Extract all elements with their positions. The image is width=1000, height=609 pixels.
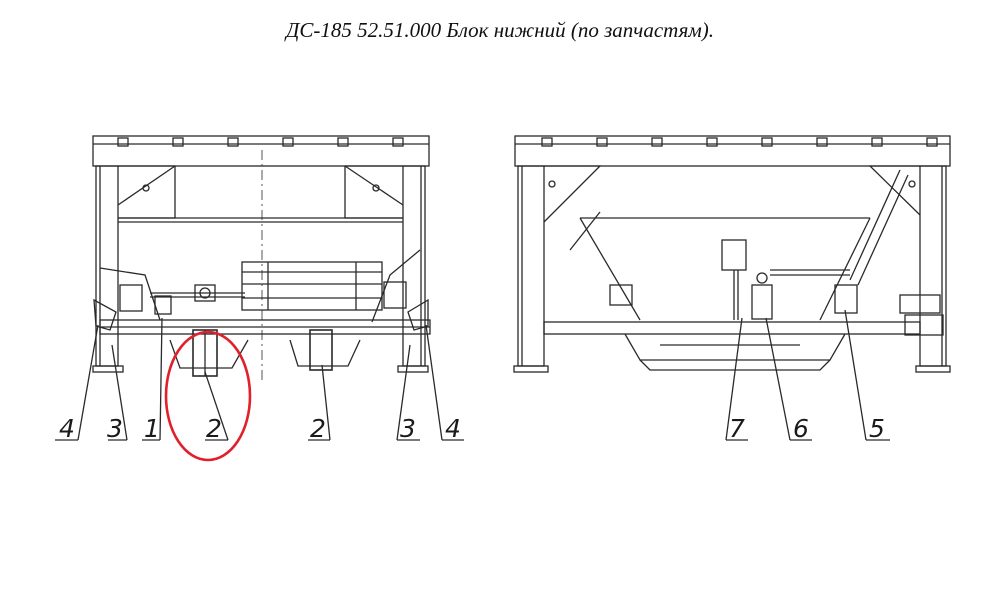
label-2-right: 2 (310, 414, 326, 443)
label-1: 1 (144, 414, 160, 443)
label-3-left: 3 (107, 414, 123, 443)
label-7: 7 (729, 414, 745, 443)
highlight-ellipse (164, 330, 252, 462)
label-4-right: 4 (445, 414, 461, 443)
label-4-left: 4 (59, 414, 75, 443)
right-view-drawing (513, 135, 951, 441)
label-5: 5 (869, 414, 885, 443)
drawing-title: ДС-185 52.51.000 Блок нижний (по запчаст… (286, 18, 714, 42)
left-view-labels: 4 3 1 2 2 3 4 (59, 414, 461, 443)
label-6: 6 (793, 414, 809, 443)
label-2-highlighted: 2 (206, 414, 222, 443)
right-view-labels: 7 6 5 (729, 414, 885, 443)
label-3-right: 3 (400, 414, 416, 443)
left-view-drawing (55, 135, 464, 441)
